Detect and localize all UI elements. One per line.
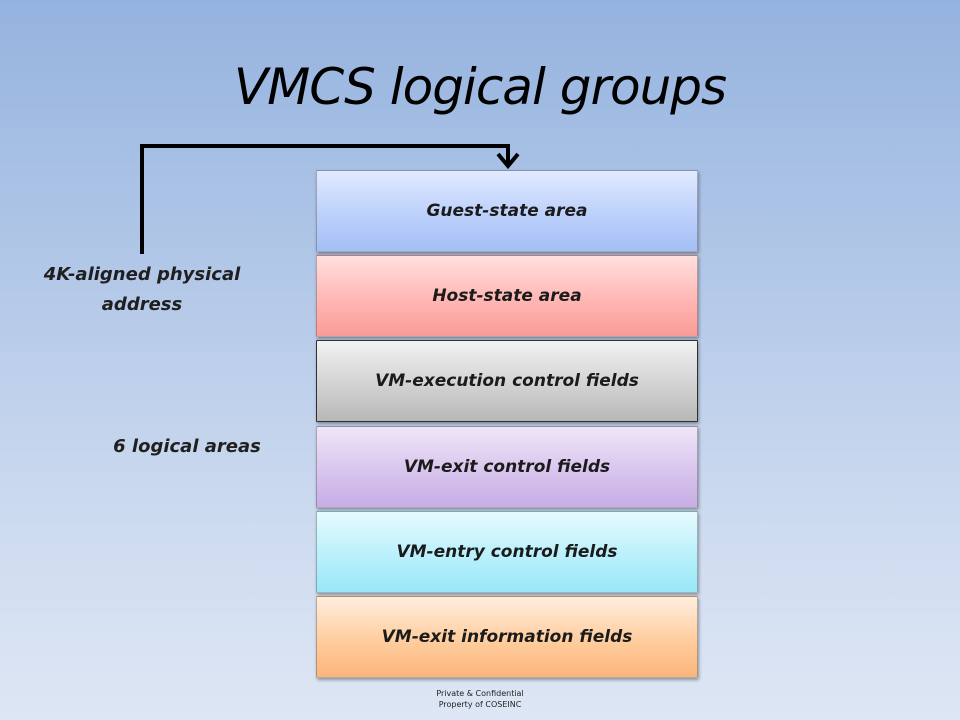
slide-title: VMCS logical groups xyxy=(233,58,727,116)
guest-state-area-block: Guest-state area xyxy=(316,170,698,252)
address-label: 4K-aligned physical address xyxy=(43,264,241,315)
vm-execution-control-fields-block: VM-execution control fields xyxy=(316,340,698,422)
footer-line-confidential: Private & Confidential xyxy=(436,689,524,698)
logical-areas-label: 6 logical areas xyxy=(113,436,261,457)
host-state-area-block: Host-state area xyxy=(316,255,698,337)
footer-line-property: Property of COSEINC xyxy=(438,700,522,709)
pointer-arrow-head xyxy=(496,152,520,170)
vm-exit-control-fields-block: VM-exit control fields xyxy=(316,426,698,508)
vm-exit-information-fields-block: VM-exit information fields xyxy=(316,596,698,678)
footer: Private & Confidential Property of COSEI… xyxy=(380,688,580,710)
pointer-arrow-line xyxy=(140,144,510,254)
vm-entry-control-fields-block: VM-entry control fields xyxy=(316,511,698,593)
